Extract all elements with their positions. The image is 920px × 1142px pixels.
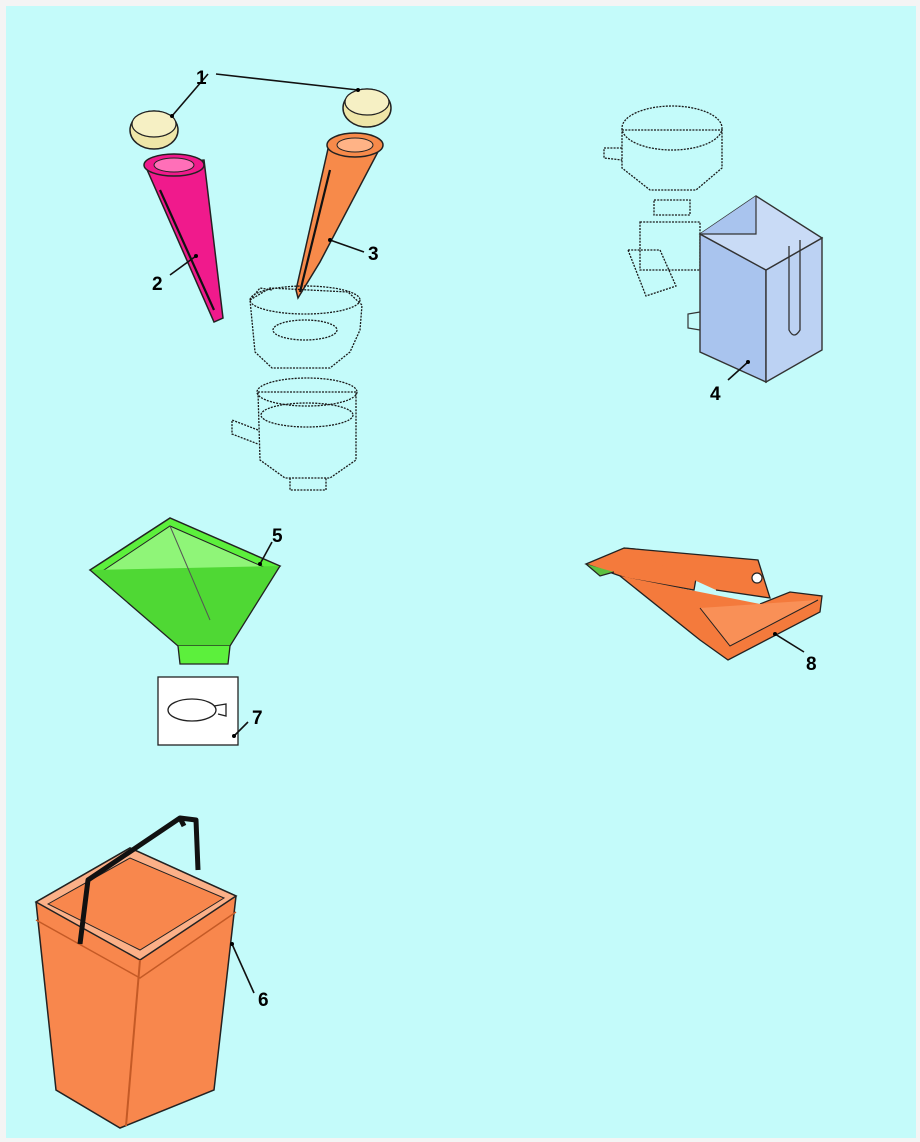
callout-4: 4	[710, 384, 721, 405]
callout-5: 5	[272, 526, 283, 547]
pink-funnel	[143, 153, 224, 323]
orange-funnel	[295, 132, 384, 300]
clamp-ring-box	[157, 676, 239, 746]
cap-left	[129, 110, 179, 150]
green-hopper	[88, 517, 282, 665]
grinder-body-drawing	[231, 285, 363, 491]
cap-right	[342, 88, 392, 128]
callout-7: 7	[252, 708, 263, 729]
orange-tray	[584, 547, 823, 661]
callout-6: 6	[258, 990, 269, 1011]
callout-3: 3	[368, 244, 379, 265]
blue-guard	[687, 195, 824, 384]
callout-2: 2	[152, 274, 163, 295]
orange-bucket	[34, 815, 238, 1129]
callout-8: 8	[806, 654, 817, 675]
callout-leaders	[169, 73, 805, 994]
grinder-side-drawing	[603, 105, 723, 297]
callout-1: 1	[196, 68, 207, 89]
